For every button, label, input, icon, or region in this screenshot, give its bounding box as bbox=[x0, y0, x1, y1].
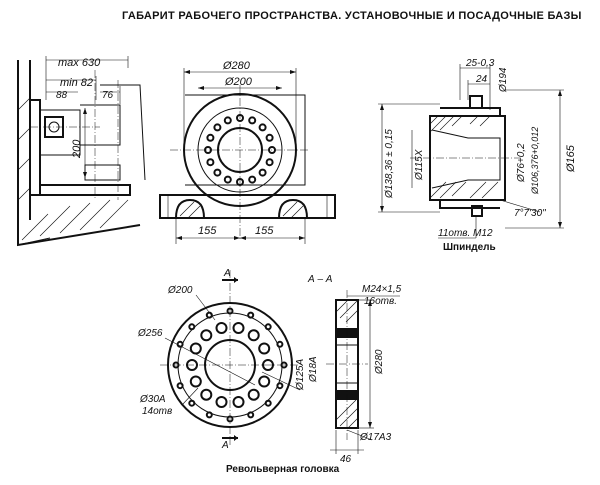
dim-155-left: 155 bbox=[198, 225, 217, 237]
dim-46: 46 bbox=[340, 454, 352, 465]
turret-thread-hole bbox=[247, 311, 255, 319]
dim-max-630: max 630 bbox=[58, 57, 101, 69]
dim-25: 25-0,3 bbox=[465, 58, 495, 69]
front-bolt-hole bbox=[248, 116, 257, 125]
turret-tool-hole bbox=[215, 396, 228, 408]
page-title: ГАБАРИТ РАБОЧЕГО ПРОСТРАНСТВА. УСТАНОВОЧ… bbox=[122, 10, 582, 22]
dim-turret-d18a: Ø18А bbox=[308, 356, 319, 383]
front-bolt-hole bbox=[236, 178, 244, 186]
dim-turret-d256: Ø256 bbox=[137, 328, 163, 339]
turret-thread-hole bbox=[276, 382, 284, 390]
dim-88: 88 bbox=[56, 90, 68, 101]
thread-m24: М24×1,5 bbox=[362, 284, 402, 295]
caption-spindle: Шпиндель bbox=[443, 242, 496, 253]
turret-tool-hole bbox=[262, 359, 274, 371]
turret-tool-hole bbox=[200, 388, 213, 401]
dim-76: 76 bbox=[102, 90, 114, 101]
caption-turret: Револьверная головка bbox=[226, 464, 340, 475]
dim-d17a3: Ø17А3 bbox=[359, 432, 392, 443]
dim-d280: Ø280 bbox=[222, 60, 251, 72]
dim-turret-d200: Ø200 bbox=[167, 285, 193, 296]
dim-section-d280: Ø280 bbox=[374, 349, 385, 375]
turret-bolt-circle bbox=[172, 307, 288, 423]
dim-turret-d30a: Ø30А bbox=[139, 394, 166, 405]
dim-d200: Ø200 bbox=[224, 76, 253, 88]
dim-turret-d125a: Ø125А bbox=[295, 359, 306, 391]
turret-thread-hole bbox=[176, 382, 184, 390]
holes-14: 14отв bbox=[142, 406, 172, 417]
front-bolt-hole bbox=[258, 123, 267, 132]
dim-200: 200 bbox=[71, 139, 83, 159]
front-bolt-hole bbox=[258, 168, 267, 177]
turret-thread-hole bbox=[276, 340, 284, 348]
turret-thread-hole bbox=[205, 411, 213, 419]
dim-155-right: 155 bbox=[255, 225, 274, 237]
turret-tool-hole bbox=[247, 329, 260, 342]
front-bolt-hole bbox=[206, 158, 215, 167]
dim-d106: Ø106,376+0,012 bbox=[530, 127, 540, 195]
turret-thread-hole bbox=[188, 323, 196, 331]
turret-section-view: А – А М24×1,5 16отв. Ø280 Ø1 bbox=[307, 274, 402, 465]
holes-16: 16отв. bbox=[364, 296, 397, 307]
front-bolt-hole bbox=[206, 133, 215, 142]
turret-tool-hole bbox=[200, 329, 213, 342]
turret-thread-hole bbox=[172, 361, 180, 369]
dim-d138: Ø138,36 ± 0,15 bbox=[384, 129, 395, 199]
turret-tool-hole bbox=[258, 342, 271, 355]
section-mark-bottom: А bbox=[221, 440, 229, 451]
turret-tool-hole bbox=[186, 359, 198, 371]
front-bolt-hole bbox=[265, 158, 274, 167]
front-bolt-hole bbox=[204, 146, 212, 154]
turret-tool-hole bbox=[215, 322, 228, 334]
front-bolt-circle bbox=[204, 114, 276, 186]
dim-24: 24 bbox=[475, 74, 488, 85]
dim-d194: Ø194 bbox=[498, 67, 509, 93]
section-title: А – А bbox=[307, 274, 333, 285]
turret-tool-hole bbox=[258, 375, 271, 388]
workspace-side-view: max 630 min 82 88 76 200 bbox=[17, 56, 146, 247]
turret-thread-hole bbox=[226, 415, 234, 423]
spindle-view: 25-0,3 24 Ø194 Ø138,36 ± 0,15 Ø115X Ø76+… bbox=[378, 58, 577, 239]
turret-thread-hole bbox=[264, 323, 272, 331]
turret-tool-hole bbox=[189, 375, 202, 388]
turret-tool-hole bbox=[232, 396, 245, 408]
section-mark-top: А bbox=[223, 268, 231, 279]
dim-min-82: min 82 bbox=[60, 77, 93, 89]
front-bolt-hole bbox=[213, 168, 222, 177]
front-bolt-hole bbox=[223, 116, 232, 125]
front-view: Ø280 Ø200 155 155 bbox=[159, 60, 336, 244]
turret-thread-hole bbox=[226, 307, 234, 315]
angle-label: 7°7'30" bbox=[514, 208, 546, 219]
front-bolt-hole bbox=[248, 175, 257, 184]
turret-thread-hole bbox=[264, 399, 272, 407]
holes-m12: 11отв. М12 bbox=[438, 228, 493, 239]
dim-d115x: Ø115X bbox=[414, 149, 425, 181]
front-bolt-hole bbox=[268, 146, 276, 154]
front-bolt-hole bbox=[265, 133, 274, 142]
dim-d76: Ø76+0,2 bbox=[516, 143, 527, 183]
turret-thread-hole bbox=[280, 361, 288, 369]
turret-tool-hole bbox=[189, 342, 202, 355]
front-bolt-hole bbox=[213, 123, 222, 132]
front-bolt-hole bbox=[223, 175, 232, 184]
dim-d165: Ø165 bbox=[565, 144, 577, 173]
turret-thread-hole bbox=[247, 411, 255, 419]
turret-front-view: А А Ø200 Ø256 Ø30А 14отв Ø125А Ø18А bbox=[137, 268, 319, 451]
turret-tool-hole bbox=[247, 388, 260, 401]
turret-thread-hole bbox=[188, 399, 196, 407]
front-bolt-hole bbox=[236, 114, 244, 122]
turret-tool-hole bbox=[232, 322, 245, 334]
